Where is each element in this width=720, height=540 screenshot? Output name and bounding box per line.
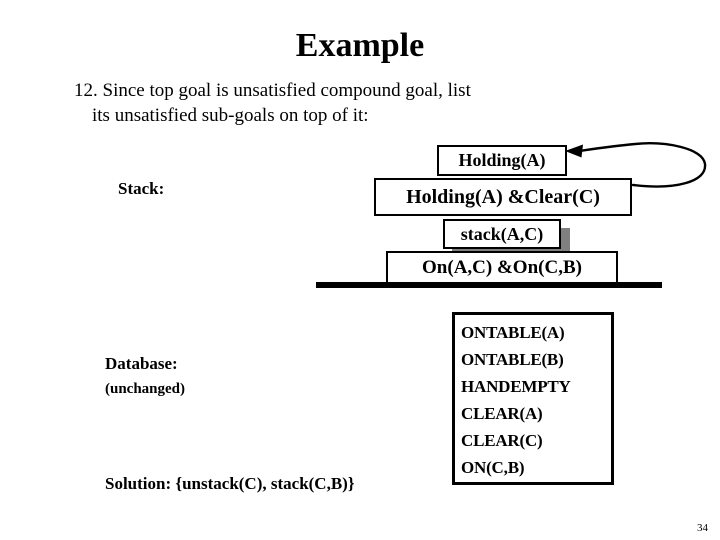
stack-label: Stack: [118, 179, 165, 198]
database-item: HANDEMPTY [461, 377, 571, 396]
table-base-line [316, 282, 662, 288]
curved-arrow-icon [565, 142, 707, 188]
database-item: CLEAR(A) [461, 404, 543, 423]
body-line-1: 12. Since top goal is unsatisfied compou… [74, 80, 471, 101]
stack-box-stack-action: stack(A,C) [443, 219, 561, 249]
body-line-2: its unsatisfied sub-goals on top of it: [92, 105, 369, 126]
stack-box-holding: Holding(A) [437, 145, 567, 176]
body-paragraph: 12. Since top goal is unsatisfied compou… [74, 78, 634, 128]
database-item: ONTABLE(A) [461, 323, 565, 342]
database-item: ON(C,B) [461, 458, 525, 477]
database-item: CLEAR(C) [461, 431, 543, 450]
page-number: 34 [697, 522, 708, 534]
stack-box-on-goals: On(A,C) &On(C,B) [386, 251, 618, 285]
database-item: ONTABLE(B) [461, 350, 564, 369]
stack-box-holding-clear: Holding(A) &Clear(C) [374, 178, 632, 216]
database-label: Database: [105, 354, 178, 373]
solution-label: Solution: {unstack(C), stack(C,B)} [105, 474, 355, 493]
page-title: Example [295, 27, 425, 64]
database-box: ONTABLE(A) ONTABLE(B) HANDEMPTY CLEAR(A)… [452, 312, 614, 485]
database-unchanged-note: (unchanged) [105, 381, 186, 397]
